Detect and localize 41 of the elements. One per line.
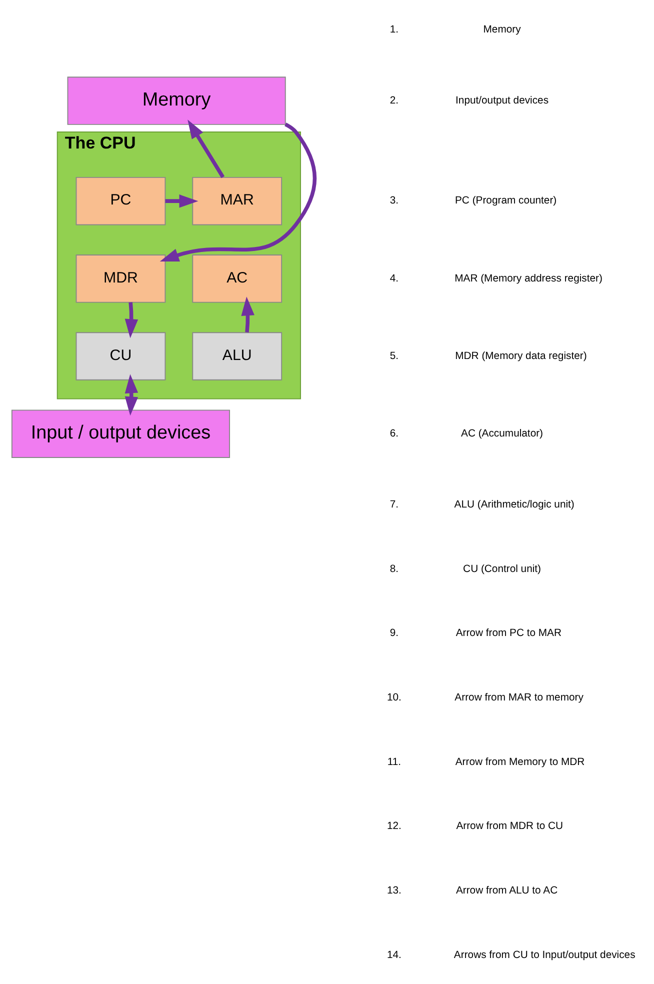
- arrow: [165, 194, 198, 208]
- label: 3.: [390, 195, 399, 206]
- label: 5.: [390, 350, 399, 362]
- label: Arrows from CU to Input/output devices: [454, 949, 636, 960]
- node-box: PC: [76, 176, 166, 225]
- label: 10.: [386, 692, 402, 703]
- node-box: AC: [192, 254, 282, 302]
- label: 13.: [386, 884, 402, 896]
- label: 14.: [386, 949, 402, 960]
- node-box: MAR: [192, 176, 282, 225]
- arrow: [124, 302, 138, 338]
- node-box: ALU: [192, 332, 282, 380]
- label: PC (Program counter): [455, 195, 557, 206]
- label: 2.: [390, 94, 399, 106]
- label: AC (Accumulator): [461, 428, 544, 439]
- node-box: Input / output devices: [11, 409, 230, 458]
- arrow: [188, 119, 225, 178]
- label: MDR (Memory data register): [455, 350, 587, 362]
- label: ALU (Arithmetic/logic unit): [454, 498, 574, 510]
- label: 11.: [387, 756, 402, 768]
- node-box: CU: [76, 332, 166, 380]
- arrow: [241, 296, 254, 332]
- label: 6.: [390, 428, 399, 439]
- node-box: Memory: [67, 76, 286, 124]
- arrow: [124, 374, 138, 416]
- label: Arrow from PC to MAR: [456, 628, 562, 639]
- label: Arrow from MDR to CU: [456, 820, 564, 832]
- label: MAR (Memory address register): [454, 272, 602, 284]
- label: Input/output devices: [456, 94, 549, 106]
- label: CU (Control unit): [463, 563, 542, 574]
- label: 8.: [390, 563, 399, 574]
- label: 9.: [390, 628, 399, 639]
- label: Arrow from MAR to memory: [454, 692, 584, 703]
- label: Arrow from Memory to MDR: [455, 756, 585, 768]
- label: 12.: [386, 820, 402, 832]
- label: Arrow from ALU to AC: [456, 884, 558, 896]
- label: Memory: [483, 24, 521, 35]
- label: 1.: [390, 24, 399, 35]
- label: 4.: [390, 272, 399, 284]
- node-box: MDR: [76, 254, 166, 302]
- label: 7.: [390, 498, 399, 510]
